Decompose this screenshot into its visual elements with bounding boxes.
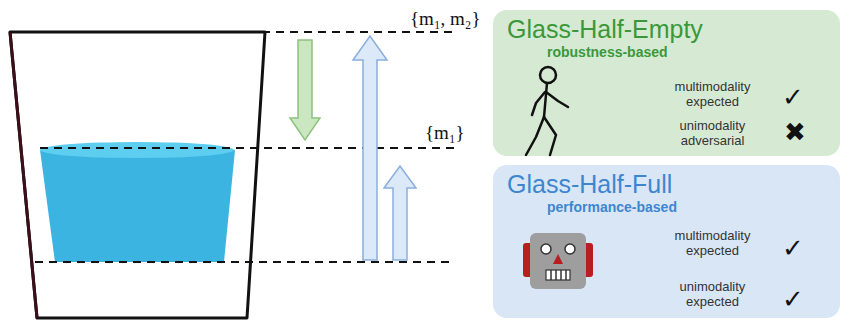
cross-mark: ✖ [784,117,806,147]
up-arrow [384,166,416,260]
water [40,150,235,262]
set-label: {m₁} [425,122,465,144]
panel-subtitle: performance-based [547,199,826,215]
panel-subtitle: robustness-based [547,44,826,60]
glass-left-wall [10,32,37,318]
check-mark: ✓ [782,233,804,263]
down-arrow [290,40,320,140]
property-note: unimodality adversarial [655,118,770,148]
panel-title: Glass-Half-Full [507,169,826,199]
property-note: multimodality expected [655,79,770,109]
panel-title: Glass-Half-Empty [507,14,826,44]
check-mark: ✓ [782,82,804,112]
up-arrow [353,36,387,260]
stick-figure [518,65,578,160]
level-line [10,31,455,33]
property-note: unimodality expected [655,279,770,309]
property-note: multimodality expected [655,228,770,258]
glass-outline [10,32,265,318]
set-label: {m₁, m₂} [410,8,481,30]
level-line [40,147,455,149]
water-surface [40,142,234,158]
robot-icon [521,227,595,301]
level-line [35,261,455,263]
check-mark: ✓ [782,284,804,314]
